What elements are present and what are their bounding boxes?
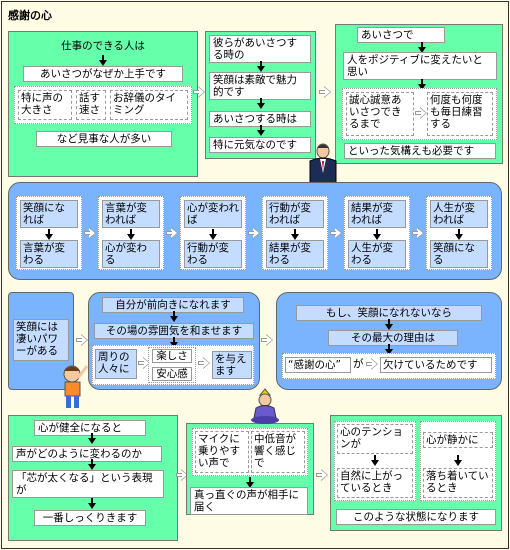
mid-r3c: 欠けているためです [380, 357, 492, 373]
down-arrow-icon [127, 229, 135, 240]
chain-5-top: 結果が変われば [348, 200, 406, 228]
down-arrow-icon [385, 319, 393, 330]
chain-3-top: 心が変われば [184, 200, 242, 228]
bot1-line1: 心が健全になると [34, 420, 146, 436]
chain-1-bottom: 言葉が変わる [20, 240, 78, 268]
bot3-c1b: 自然に上がっているとき [337, 468, 413, 498]
bot1-line2: 声がどのように変わるのか [12, 446, 162, 462]
chain-3-bottom: 行動が変わる [184, 240, 242, 268]
down-arrow-icon [385, 344, 393, 355]
mid-r3a: “感謝の心” [285, 357, 351, 373]
right-arrow-icon [138, 357, 150, 369]
down-arrow-icon [371, 455, 379, 466]
top2-line2: 笑顔は素敵で魅力的です [209, 72, 311, 100]
mid-gift-relief: 安心感 [152, 367, 192, 381]
right-arrow-icon [319, 86, 331, 98]
mid-c3: 周りの人々に [95, 349, 137, 379]
chain-4-top: 行動が変われば [266, 200, 324, 228]
mid-r3b: が [353, 358, 364, 370]
down-arrow-icon [418, 79, 426, 90]
bot2-c1: マイクに乗りやすい声で [195, 431, 249, 473]
bot3-c2: 心が静かに [423, 432, 493, 448]
right-arrow-icon [366, 358, 378, 370]
down-arrow-icon [99, 55, 107, 66]
down-arrow-icon [257, 98, 265, 109]
down-arrow-icon [88, 459, 96, 470]
top2-line4: 特に元気なのです [209, 137, 311, 153]
right-arrow-icon [412, 227, 424, 239]
right-arrow-icon [193, 86, 205, 98]
right-arrow-icon [76, 334, 88, 346]
mid-left-text: 笑顔には凄いパワーがある [13, 319, 69, 361]
meditating-person-illustration [251, 388, 279, 424]
top3-sincere-greeting: 誠心誠意あいさつできるまで [346, 92, 414, 136]
top3-daily-practice: 何度も何度も毎日練習する [427, 92, 493, 136]
chain-1-top: 笑顔になれば [20, 200, 78, 228]
right-arrow-icon [415, 107, 427, 119]
mid-gift-fun: 楽しさ [152, 349, 192, 363]
bot1-line4: 一番しっくりきます [34, 510, 146, 526]
criterion-volume: 特に声の大きさ [18, 90, 72, 120]
down-arrow-icon [373, 229, 381, 240]
chain-6-bottom: 笑顔になる [430, 240, 488, 268]
right-arrow-icon [166, 227, 178, 239]
right-arrow-icon [176, 469, 188, 481]
down-arrow-icon [170, 311, 178, 322]
mid-c5: を与えます [212, 351, 252, 379]
top1-line2: あいさつがなぜか上手です [23, 66, 183, 82]
bot3-c2b: 落ち着いているとき [423, 468, 493, 498]
right-arrow-icon [198, 357, 210, 369]
down-arrow-icon [88, 498, 96, 509]
right-arrow-icon [261, 334, 273, 346]
down-arrow-icon [257, 61, 265, 72]
top1-line1: 仕事のできる人は [61, 40, 145, 52]
bot3-c1: 心のテンションが [337, 424, 413, 454]
bot1-line3: 「芯が太くなる」という表現が [12, 470, 164, 498]
right-arrow-icon [248, 227, 260, 239]
top3-line3: といった気構えも必要です [344, 143, 496, 159]
down-arrow-icon [418, 42, 426, 53]
mid-r2: その最大の理由は [328, 330, 458, 346]
down-arrow-icon [291, 229, 299, 240]
criterion-bow-timing: お辞儀のタイミング [110, 90, 188, 120]
cheering-child-illustration [63, 365, 89, 408]
down-arrow-icon [257, 125, 265, 136]
down-arrow-icon [88, 433, 96, 444]
down-arrow-icon [455, 229, 463, 240]
right-arrow-icon [330, 227, 342, 239]
chain-2-bottom: 心が変わる [102, 240, 160, 268]
down-arrow-icon [45, 229, 53, 240]
down-arrow-icon [454, 455, 462, 466]
right-arrow-icon [316, 469, 328, 481]
mid-r1: もし、笑顔になれないなら [296, 305, 482, 321]
right-arrow-icon [84, 227, 96, 239]
bot2-c2: 中低音が響く感じで [251, 431, 305, 473]
chain-6-top: 人生が変われば [430, 200, 488, 228]
chain-5-bottom: 人生が変わる [348, 240, 406, 268]
top1-line3: など見事な人が多い [36, 131, 172, 147]
criterion-speed: 話す速さ [76, 90, 106, 120]
mid-c1: 自分が前向きになれます [102, 297, 244, 313]
top2-line1: 彼らがあいさつする時の [209, 35, 311, 63]
top3-line1: あいさつで [357, 27, 445, 43]
chain-2-top: 言葉が変われば [102, 200, 160, 228]
chain-4-bottom: 結果が変わる [266, 240, 324, 268]
bot2-line1: 真っ直ぐの声が相手に届く [190, 487, 308, 515]
down-arrow-icon [209, 229, 217, 240]
down-arrow-icon [246, 477, 254, 488]
page-title: 感謝の心 [8, 9, 52, 22]
top3-line2: 人をポジティブに変えたいと思い [343, 52, 497, 80]
bot3-line1: このような状態になります [336, 509, 496, 525]
